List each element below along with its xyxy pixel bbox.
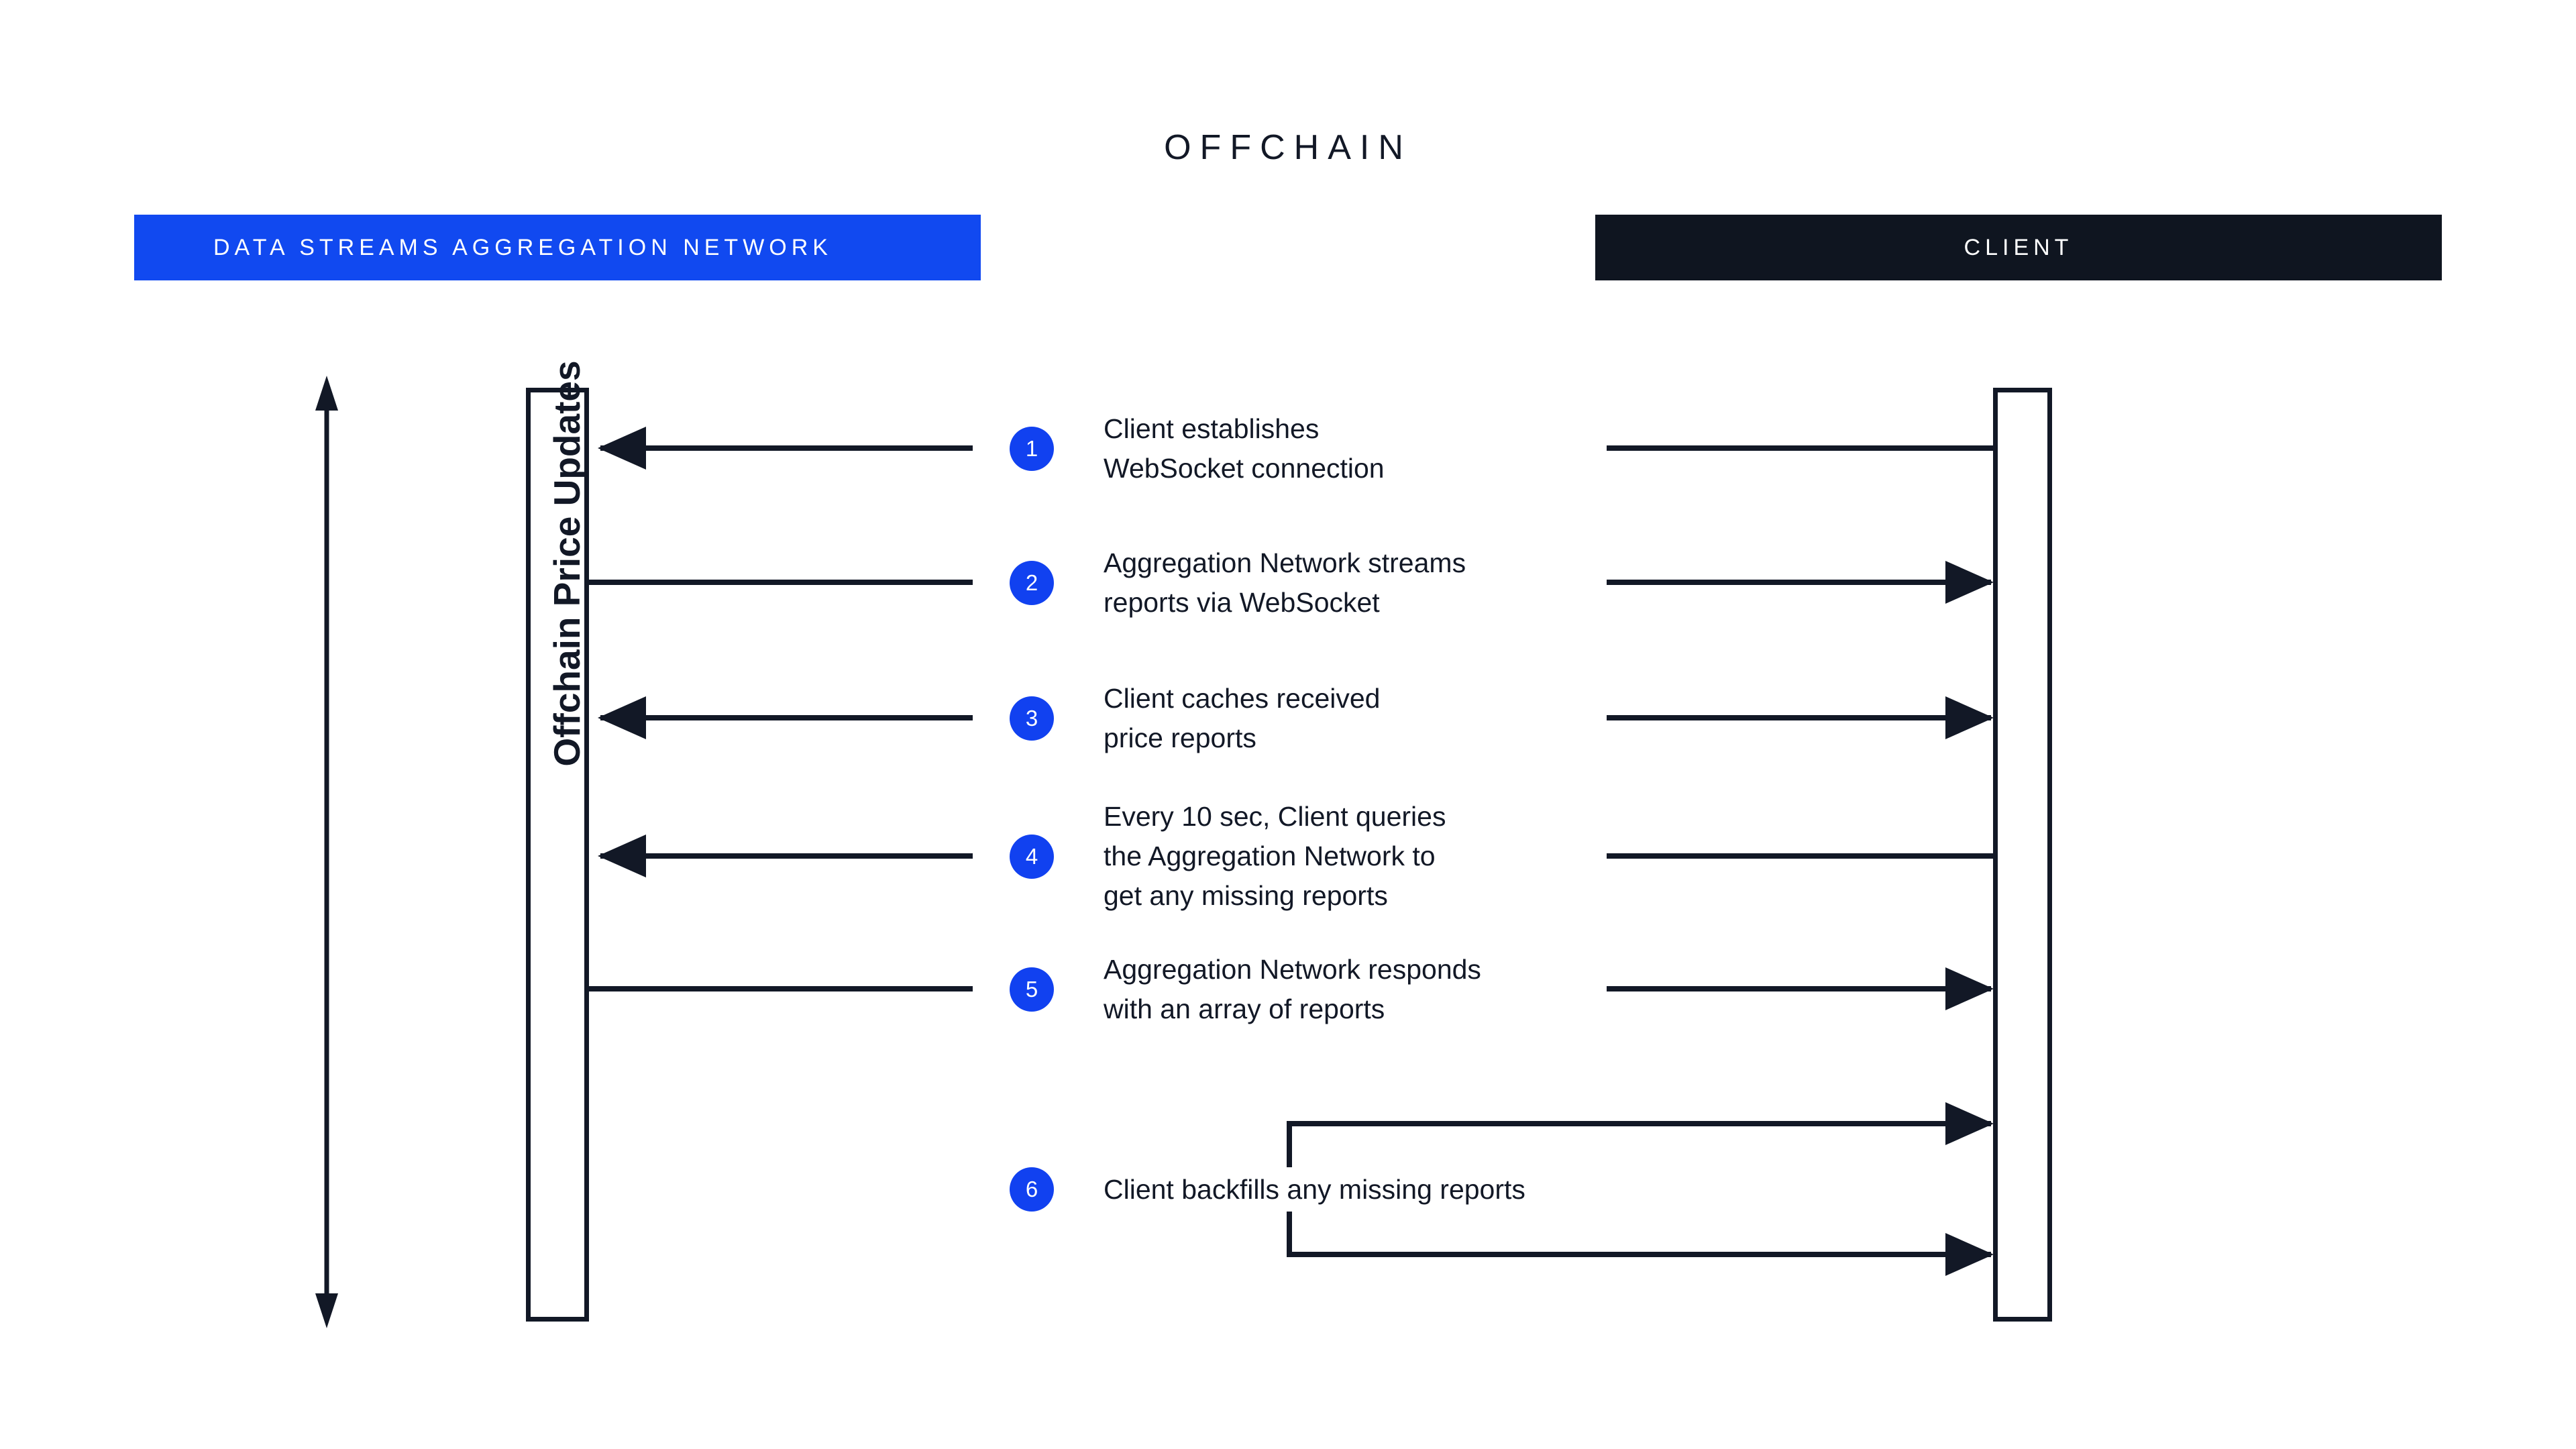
lifeline-aggregation-network <box>526 388 589 1322</box>
actor-header-aggregation-network: DATA STREAMS AGGREGATION NETWORK <box>134 215 981 280</box>
step-text-3: Client caches received price reports <box>1104 683 1381 753</box>
step-badge-2: 2 <box>1010 561 1054 605</box>
step-text-1: Client establishes WebSocket connection <box>1104 413 1385 484</box>
step-text-4: Every 10 sec, Client queries the Aggrega… <box>1104 801 1446 911</box>
page-title: OFFCHAIN <box>1164 128 1412 167</box>
actor-label-aggregation-network: DATA STREAMS AGGREGATION NETWORK <box>213 234 833 260</box>
step-text-5: Aggregation Network responds with an arr… <box>1104 954 1481 1024</box>
axis-label-offchain-price-updates: Offchain Price Updates <box>546 360 588 767</box>
step-text-6: Client backfills any missing reports <box>1104 1174 1525 1205</box>
step-badge-5: 5 <box>1010 967 1054 1012</box>
step-badge-1: 1 <box>1010 427 1054 471</box>
actor-header-client: CLIENT <box>1595 215 2442 280</box>
actor-label-client: CLIENT <box>1964 234 2074 260</box>
step-badge-4: 4 <box>1010 835 1054 879</box>
lifeline-client <box>1993 388 2052 1322</box>
step-badge-3: 3 <box>1010 696 1054 741</box>
step-badge-6: 6 <box>1010 1167 1054 1212</box>
step-text-2: Aggregation Network streams reports via … <box>1104 547 1466 618</box>
offchain-price-updates-axis-arrow <box>315 376 338 1328</box>
